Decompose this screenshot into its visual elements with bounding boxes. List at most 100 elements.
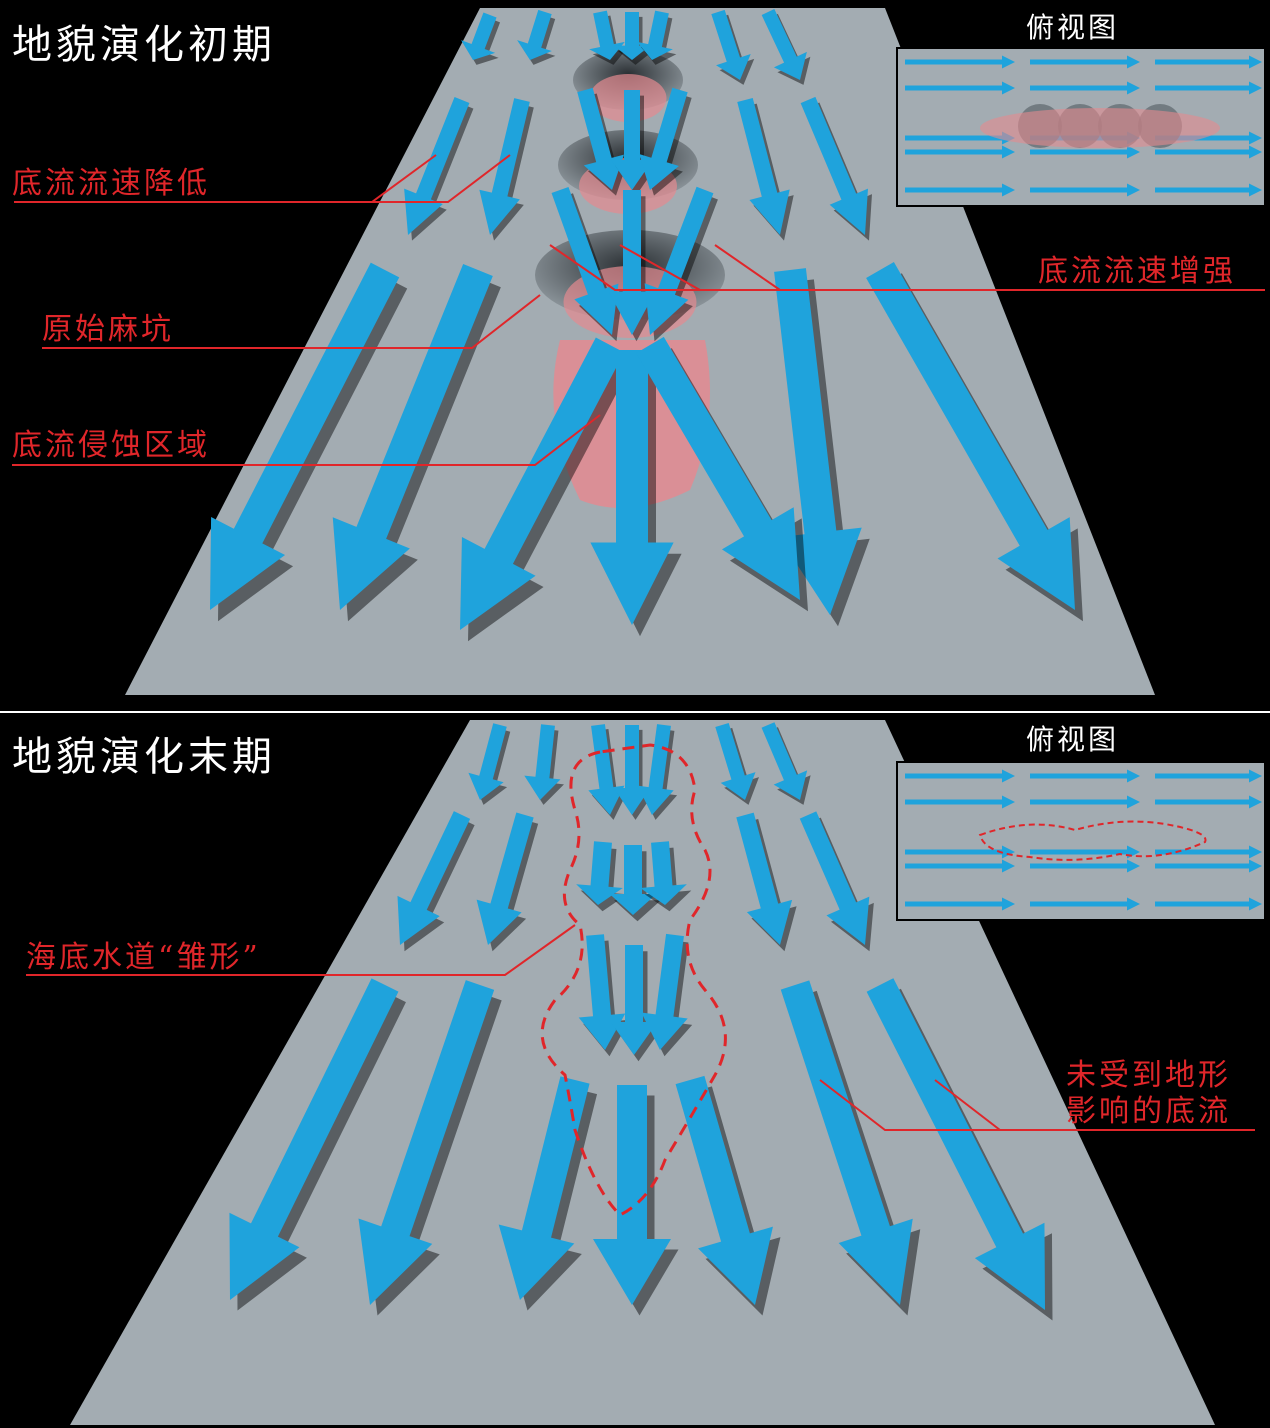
top-flow-arrow-12 — [589, 10, 625, 61]
top-flow-arrow-17 — [639, 87, 688, 190]
top-flow-arrow-3 — [761, 9, 807, 80]
top-inset-arrow-4-0 — [905, 183, 1015, 197]
bottom-inset-arrow-2-0 — [905, 845, 1015, 859]
bottom-inset-arrow-2-1 — [1030, 845, 1140, 859]
top-flow-arrow-16 — [611, 90, 653, 190]
bottom-flow-arrow-17 — [640, 841, 687, 905]
top-inset-title: 俯视图 — [1026, 11, 1120, 44]
leader-velocity-decrease-2 — [371, 154, 437, 203]
label-original-pockmark: 原始麻坑 — [42, 312, 174, 347]
bottom-flow-arrow-18 — [578, 934, 626, 1050]
top-inset-arrow-0-2 — [1155, 55, 1262, 69]
bottom-inset-background — [896, 761, 1266, 921]
bottom-panel-title: 地貌演化末期 — [12, 734, 276, 780]
top-inset-arrow-4-2 — [1155, 183, 1262, 197]
top-inset-arrow-2-2 — [1155, 131, 1262, 145]
top-flow-arrow-9 — [332, 263, 493, 610]
bottom-inset-arrow-4-1 — [1030, 897, 1140, 911]
top-inset-arrow-4-1 — [1030, 183, 1140, 197]
top-flow-arrow-14 — [637, 10, 673, 61]
label-velocity-decrease: 底流流速降低 — [12, 166, 210, 201]
label-unaffected-line2: 影响的底流 — [1066, 1094, 1231, 1129]
top-flow-arrow-13 — [613, 12, 651, 60]
top-flow-arrow-18 — [551, 186, 619, 335]
leader-channel-embryo — [26, 924, 576, 976]
bottom-flow-arrow-15 — [576, 841, 623, 905]
bottom-flow-arrow-7 — [799, 811, 870, 945]
top-inset-arrow-3-2 — [1155, 145, 1262, 159]
bottom-flow-arrow-20 — [641, 933, 688, 1050]
top-inset-arrow-0-1 — [1030, 55, 1140, 69]
leader-unaffected-2 — [934, 1079, 1001, 1131]
bottom-flow-arrow-10 — [780, 980, 913, 1305]
leader-erosion-zone — [12, 414, 601, 466]
bottom-flow-arrow-6 — [736, 812, 793, 945]
top-flow-arrow-21 — [460, 337, 625, 630]
bottom-inset-arrow-0-0 — [905, 769, 1015, 783]
top-flow-arrow-20 — [644, 186, 714, 335]
bottom-inset-arrow-3-2 — [1155, 859, 1262, 873]
label-unaffected-line1: 未受到地形 — [1066, 1058, 1231, 1093]
bottom-flow-arrow-23 — [675, 1075, 773, 1305]
top-inset-arrow-2-0 — [905, 131, 1015, 145]
bottom-flow-arrow-12 — [588, 724, 625, 815]
bottom-flow-arrow-16 — [609, 845, 657, 915]
top-inset-arrow-1-2 — [1155, 81, 1262, 95]
top-panel-title: 地貌演化初期 — [12, 22, 276, 68]
bottom-flow-arrow-9 — [358, 980, 495, 1305]
bottom-inset-arrow-1-0 — [905, 795, 1015, 809]
top-flow-arrow-2 — [711, 9, 751, 80]
label-channel-embryo: 海底水道“雏形” — [26, 940, 261, 975]
bottom-flow-arrow-0 — [468, 723, 507, 800]
bottom-inset-arrow-3-1 — [1030, 859, 1140, 873]
leader-velocity-increase-3 — [619, 244, 701, 291]
bottom-flow-arrow-19 — [610, 945, 658, 1055]
bottom-flow-arrow-8 — [229, 978, 399, 1300]
bottom-inset-arrow-2-2 — [1155, 845, 1262, 859]
top-inset-arrow-1-1 — [1030, 81, 1140, 95]
top-flow-arrow-10 — [774, 268, 862, 615]
top-inset-erosion-zone — [980, 108, 1220, 148]
leader-original-pockmark — [42, 294, 541, 349]
top-flow-arrow-23 — [636, 336, 800, 600]
bottom-inset-arrow-0-1 — [1030, 769, 1140, 783]
label-erosion-zone: 底流侵蚀区域 — [12, 428, 210, 463]
top-inset-arrow-3-0 — [905, 145, 1015, 159]
bottom-inset-embryo-outline — [978, 820, 1207, 861]
top-flow-arrow-4 — [404, 97, 470, 236]
bottom-flow-arrow-21 — [498, 1076, 590, 1300]
bottom-inset-title: 俯视图 — [1026, 723, 1120, 756]
bottom-inset-arrow-1-1 — [1030, 795, 1140, 809]
bottom-inset-arrow-0-2 — [1155, 769, 1262, 783]
bottom-flow-arrow-1 — [524, 724, 561, 800]
bottom-inset-arrow-3-0 — [905, 859, 1015, 873]
bottom-flow-arrow-11 — [866, 978, 1045, 1310]
top-flow-arrow-1 — [517, 9, 552, 60]
channel-embryo-outline — [540, 743, 727, 1217]
top-flow-arrow-5 — [479, 98, 530, 235]
bottom-flow-arrow-5 — [476, 812, 534, 945]
leader-unaffected — [819, 1079, 1255, 1131]
label-velocity-increase: 底流流速增强 — [1038, 254, 1236, 289]
top-flow-arrow-0 — [461, 12, 497, 60]
top-flow-arrow-19 — [608, 190, 656, 335]
top-flow-arrow-11 — [866, 262, 1075, 610]
bottom-inset-arrow-1-2 — [1155, 795, 1262, 809]
top-inset-arrow-0-0 — [905, 55, 1015, 69]
leader-velocity-decrease — [14, 154, 511, 203]
bottom-flow-arrow-22 — [593, 1085, 671, 1305]
leader-velocity-increase-2 — [549, 244, 780, 291]
top-flow-arrow-22 — [590, 350, 674, 625]
bottom-inset-arrow-4-2 — [1155, 897, 1262, 911]
top-inset-arrow-1-0 — [905, 81, 1015, 95]
bottom-flow-arrow-2 — [715, 722, 756, 800]
top-flow-arrow-8 — [210, 262, 400, 610]
bottom-flow-arrow-14 — [637, 724, 674, 815]
bottom-flow-arrow-3 — [761, 722, 808, 800]
top-flow-arrow-7 — [800, 96, 868, 236]
top-flow-arrow-6 — [737, 97, 790, 235]
top-flow-arrow-15 — [577, 87, 624, 190]
bottom-flow-arrow-4 — [397, 811, 471, 945]
